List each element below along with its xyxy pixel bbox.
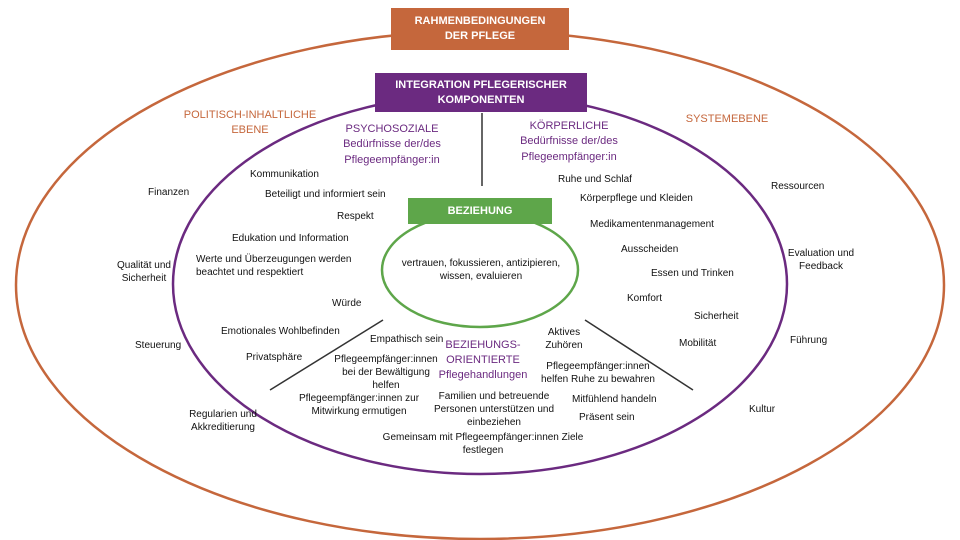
- integration-label: INTEGRATION PFLEGERISCHER KOMPONENTEN: [395, 78, 567, 106]
- koe-mobilitaet: Mobilität: [679, 338, 717, 349]
- qualitaet-sicherheit: Qualität und Sicherheit: [117, 260, 171, 284]
- psy-werte: Werte und Überzeugungen werden beachtet …: [196, 254, 352, 278]
- psy-emotional: Emotionales Wohlbefinden: [221, 326, 340, 337]
- koe-komfort: Komfort: [627, 293, 663, 304]
- steuerung: Steuerung: [135, 340, 182, 351]
- divider-left: [269, 319, 384, 391]
- koe-ausscheiden: Ausscheiden: [621, 244, 679, 255]
- koe-koerperpflege: Körperpflege und Kleiden: [580, 193, 693, 204]
- psy-kommunikation: Kommunikation: [250, 169, 319, 180]
- bez-empathisch: Empathisch sein: [370, 334, 444, 345]
- bez-familien: Familien und betreuende Personen unterst…: [433, 391, 555, 428]
- rahmenbedingungen-box: RAHMENBEDINGUNGEN DER PFLEGE: [391, 8, 569, 50]
- bez-mitwirkung: Pflegeempfänger:innen zur Mitwirkung erm…: [298, 393, 420, 417]
- beziehung-box: BEZIEHUNG: [408, 198, 552, 224]
- psy-edukation: Edukation und Information: [232, 233, 349, 244]
- psy-wuerde: Würde: [332, 298, 362, 309]
- bez-bewaeltigung: Pflegeempfänger:innen bei der Bewältigun…: [334, 354, 438, 391]
- systemebene-heading: SYSTEMEBENE: [685, 113, 769, 125]
- psychosoziale-subtitle: Bedürfnisse der/des Pflegeempfänger:in: [343, 138, 441, 166]
- psy-respekt: Respekt: [337, 211, 374, 222]
- bez-praesent: Präsent sein: [579, 412, 635, 423]
- beziehung-label: BEZIEHUNG: [447, 204, 513, 217]
- bez-ruhe-bewahren: Pflegeempfänger:innen helfen Ruhe zu bew…: [541, 361, 655, 385]
- ressourcen: Ressourcen: [771, 181, 825, 192]
- beziehungs-title: BEZIEHUNGS-ORIENTIERTE: [445, 339, 521, 366]
- koerperliche-heading: KÖRPERLICHE Bedürfnisse der/des Pflegeem…: [509, 119, 629, 165]
- evaluation-feedback: Evaluation und Feedback: [787, 248, 855, 272]
- psy-privatsphaere: Privatsphäre: [246, 352, 303, 363]
- psy-beteiligt: Beteiligt und informiert sein: [265, 189, 386, 200]
- koerperliche-subtitle: Bedürfnisse der/des Pflegeempfänger:in: [520, 135, 618, 163]
- koe-essen: Essen und Trinken: [651, 268, 734, 279]
- politisch-heading: POLITISCH-INHALTLICHE EBENE: [183, 109, 317, 136]
- regularien-akkreditierung: Regularien und Akkreditierung: [189, 409, 257, 433]
- beziehungs-subtitle: Pflegehandlungen: [438, 368, 528, 381]
- fuehrung: Führung: [790, 335, 828, 346]
- beziehung-text: vertrauen, fokussieren, antizipieren, wi…: [401, 258, 561, 282]
- divider-right: [584, 319, 694, 391]
- koe-sicherheit: Sicherheit: [694, 311, 739, 322]
- bez-aktives-zuhoeren: Aktives Zuhören: [545, 327, 583, 351]
- bez-mitfuehlend: Mitfühlend handeln: [572, 394, 657, 405]
- koerperliche-title: KÖRPERLICHE: [529, 120, 609, 132]
- koe-ruhe: Ruhe und Schlaf: [558, 174, 632, 185]
- beziehungs-heading: BEZIEHUNGS-ORIENTIERTE Pflegehandlungen: [428, 338, 538, 383]
- kultur: Kultur: [749, 404, 776, 415]
- finanzen: Finanzen: [148, 187, 190, 198]
- rahmenbedingungen-label: RAHMENBEDINGUNGEN DER PFLEGE: [414, 15, 546, 42]
- psychosoziale-heading: PSYCHOSOZIALE Bedürfnisse der/des Pflege…: [332, 122, 452, 168]
- bez-ziele: Gemeinsam mit Pflegeempfänger:innen Ziel…: [382, 432, 584, 456]
- integration-box: INTEGRATION PFLEGERISCHER KOMPONENTEN: [375, 73, 587, 112]
- koe-medikamente: Medikamentenmanagement: [590, 219, 714, 230]
- psychosoziale-title: PSYCHOSOZIALE: [345, 123, 439, 135]
